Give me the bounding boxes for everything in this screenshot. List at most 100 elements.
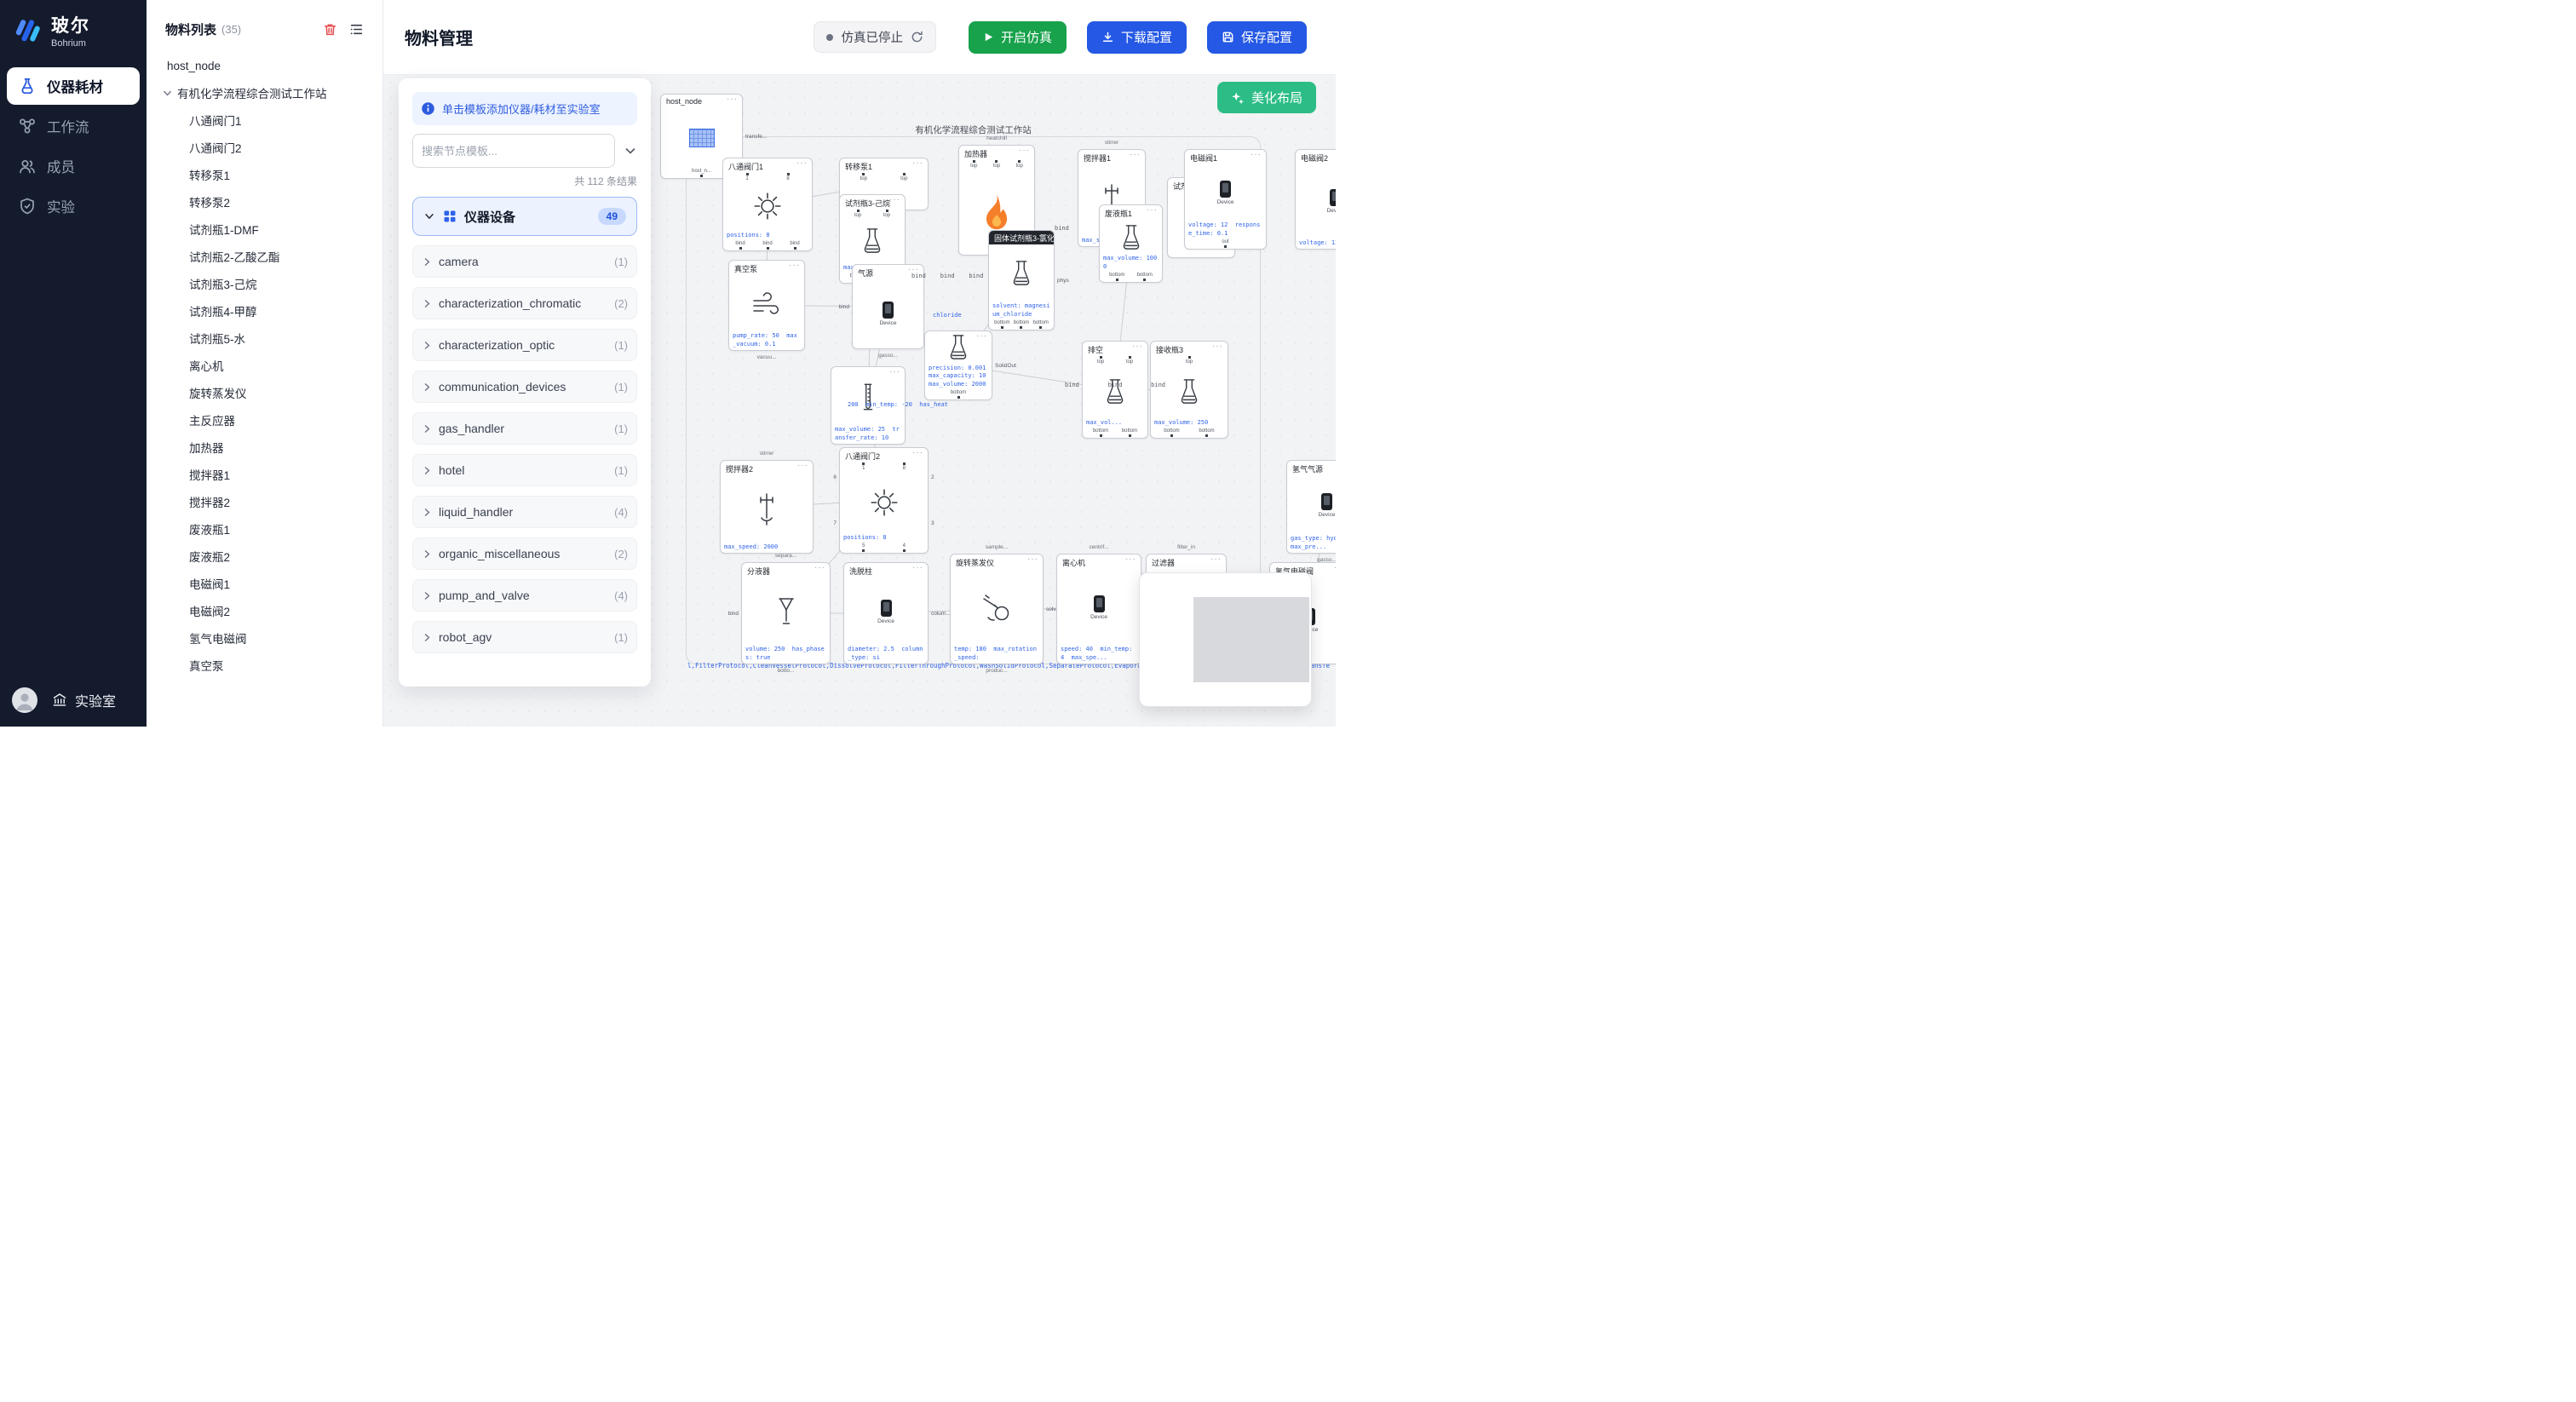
node-port[interactable]: 2 [931, 474, 934, 481]
node-menu-icon[interactable]: ··· [1038, 231, 1049, 240]
material-tree-item[interactable]: 离心机 [189, 360, 224, 373]
avatar[interactable] [12, 687, 37, 713]
node-port[interactable]: bottom [1164, 428, 1179, 437]
node-menu-icon[interactable]: ··· [797, 461, 808, 470]
node-port[interactable]: bottom [1032, 320, 1048, 329]
node-port[interactable]: 1 [862, 463, 865, 471]
material-tree-item[interactable]: 试剂瓶1-DMF [189, 224, 259, 237]
node-menu-icon[interactable]: ··· [727, 95, 738, 104]
material-tree-item[interactable]: 主反应器 [189, 415, 235, 428]
node-port[interactable]: 4 [903, 543, 906, 552]
node-menu-icon[interactable]: ··· [789, 261, 800, 270]
node-port[interactable]: bind [727, 610, 739, 617]
material-tree-item[interactable]: 试剂瓶5-水 [189, 333, 246, 346]
minimap-viewport[interactable] [1193, 597, 1309, 682]
material-tree-item[interactable]: 转移泵1 [189, 170, 231, 182]
node-menu-icon[interactable]: ··· [908, 265, 919, 274]
sidebar-item-instruments[interactable]: 仪器耗材 [7, 67, 140, 105]
node-menu-icon[interactable]: ··· [912, 158, 923, 168]
node-port[interactable]: top [854, 210, 861, 218]
material-tree-item[interactable]: 电磁阀2 [189, 606, 231, 618]
material-tree-item[interactable]: 废液瓶1 [189, 524, 231, 537]
template-category-row[interactable]: communication_devices(1) [412, 371, 637, 403]
template-category-row[interactable]: hotel(1) [412, 454, 637, 486]
node-menu-icon[interactable]: ··· [1125, 554, 1136, 564]
template-category-row[interactable]: characterization_optic(1) [412, 329, 637, 361]
minimap[interactable] [1139, 572, 1312, 707]
canvas-node[interactable]: ···固体试剂瓶3-氯化镁solvent: magnesium_chloride… [988, 230, 1069, 330]
search-input[interactable] [412, 134, 615, 168]
node-port[interactable]: bottom [1137, 273, 1153, 281]
template-category-row[interactable]: gas_handler(1) [412, 412, 637, 445]
node-port[interactable]: 7 [833, 520, 837, 526]
material-tree-item[interactable]: 搅拌器1 [189, 469, 231, 482]
logo[interactable]: 玻尔 Bohrium [0, 0, 147, 57]
node-port[interactable]: transfe... [745, 133, 768, 140]
node-port[interactable]: host_n... [692, 169, 711, 177]
material-tree-group[interactable]: 有机化学流程综合测试工作站 [147, 79, 382, 106]
node-port[interactable]: top [900, 173, 907, 181]
material-tree-item[interactable]: 废液瓶2 [189, 551, 231, 564]
delete-trash-icon[interactable] [323, 22, 337, 37]
sidebar-item-members[interactable]: 成员 [7, 147, 140, 185]
node-port[interactable]: bottom [1093, 428, 1108, 437]
node-port[interactable]: bottom [951, 390, 966, 399]
download-config-button[interactable]: 下载配置 [1086, 20, 1187, 54]
node-menu-icon[interactable]: ··· [1147, 205, 1158, 215]
material-tree-item[interactable]: 氢气电磁阀 [189, 633, 247, 646]
node-port[interactable]: top [993, 160, 1000, 169]
node-port[interactable]: bind [838, 303, 849, 310]
node-port[interactable]: top [860, 173, 867, 181]
node-port[interactable]: phys [1057, 277, 1069, 284]
node-port[interactable]: bind [735, 241, 745, 250]
save-config-button[interactable]: 保存配置 [1206, 20, 1307, 54]
material-tree-root[interactable]: host_node [167, 59, 221, 72]
node-port[interactable]: bind [790, 241, 799, 250]
material-tree-item[interactable]: 加热器 [189, 442, 224, 455]
node-menu-icon[interactable]: ··· [1027, 554, 1038, 564]
node-menu-icon[interactable]: ··· [889, 195, 900, 204]
canvas-node[interactable]: ···电磁阀2Devicevoltage: 12 [1295, 149, 1336, 250]
start-simulation-button[interactable]: 开启仿真 [968, 20, 1067, 54]
node-port[interactable]: bottom [1109, 273, 1124, 281]
node-port[interactable]: top [1186, 356, 1193, 365]
template-category-row[interactable]: pump_and_valve(4) [412, 579, 637, 612]
node-port[interactable]: top [970, 160, 977, 169]
material-tree-item[interactable]: 转移泵2 [189, 197, 231, 210]
node-menu-icon[interactable]: ··· [1019, 146, 1030, 155]
node-port[interactable]: SolidOut [995, 362, 1016, 369]
node-menu-icon[interactable]: ··· [889, 367, 900, 376]
node-port[interactable]: top [1097, 356, 1104, 365]
node-port[interactable]: top [1015, 160, 1022, 169]
node-menu-icon[interactable]: ··· [796, 158, 808, 168]
node-menu-icon[interactable]: ··· [1132, 342, 1143, 351]
node-menu-icon[interactable]: ··· [814, 563, 825, 572]
node-menu-icon[interactable]: ··· [976, 331, 987, 341]
node-port[interactable]: 3 [931, 520, 934, 526]
material-tree-item[interactable]: 搅拌器2 [189, 497, 231, 509]
node-menu-icon[interactable]: ··· [1334, 563, 1336, 572]
template-category-row[interactable]: camera(1) [412, 245, 637, 278]
node-menu-icon[interactable]: ··· [1210, 554, 1222, 564]
template-category-row[interactable]: organic_miscellaneous(2) [412, 537, 637, 570]
node-port[interactable]: bottom [994, 320, 1009, 329]
node-port[interactable]: colum... [931, 610, 951, 617]
node-port[interactable]: bind [762, 241, 772, 250]
template-category-row[interactable]: robot_agv(1) [412, 621, 637, 653]
node-port[interactable]: 5 [862, 543, 865, 552]
material-tree-item[interactable]: 试剂瓶3-己烷 [189, 279, 257, 291]
material-tree-item[interactable]: 电磁阀1 [189, 578, 231, 591]
beautify-layout-button[interactable]: 美化布局 [1216, 82, 1316, 113]
material-tree-item[interactable]: 八通阀门1 [189, 115, 242, 128]
node-port[interactable]: bottom [1014, 320, 1029, 329]
node-port[interactable]: 1 [745, 173, 748, 181]
